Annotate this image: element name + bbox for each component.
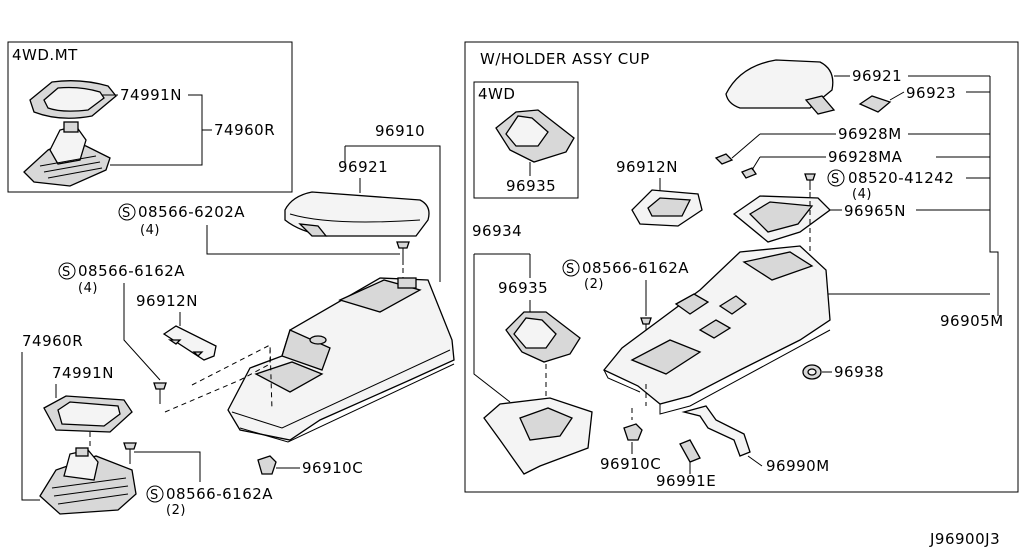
label-96990M: 96990M (766, 457, 830, 475)
screw-mark-s3: S (150, 488, 159, 503)
screw-icon-b (153, 382, 167, 404)
center-console-icon-right (602, 245, 831, 415)
trim-panel-icon-right (631, 189, 703, 227)
armrest-lid-icon-right (725, 59, 836, 115)
label-96928MA: 96928MA (828, 148, 903, 166)
label-96991E: 96991E (656, 472, 716, 490)
label-96965N: 96965N (844, 202, 906, 220)
frame-4wd (473, 81, 579, 199)
center-console-icon-left (227, 277, 455, 443)
bracket-icon (681, 405, 751, 457)
screw-icon-e (640, 317, 652, 332)
label-96921-left: 96921 (338, 158, 388, 176)
clip-icon-left (257, 455, 277, 475)
label-08566-6162A-left: 08566-6162A (78, 262, 185, 280)
shift-boot-ring-icon (29, 80, 117, 119)
screw-icon-d (804, 173, 816, 190)
label-96910C-right: 96910C (600, 455, 661, 473)
small-clip-icon-a (714, 153, 734, 165)
shift-boot-icon-4wd (495, 109, 575, 163)
label-96910C-left: 96910C (302, 459, 363, 477)
label-08566-6162A-right: 08566-6162A (582, 259, 689, 277)
label-96923: 96923 (906, 84, 956, 102)
pipe-icon (679, 439, 701, 463)
shift-boot-icon (23, 121, 111, 187)
screw-mark-icon (118, 203, 136, 221)
cup-holder-frame-icon (732, 195, 831, 243)
label-96921-right: 96921 (852, 67, 902, 85)
label-08520-41242-qty: (4) (852, 187, 872, 202)
frame-4wd-title: 4WD (478, 85, 515, 103)
trim-panel-icon-left (162, 325, 217, 361)
label-96935-inset: 96935 (506, 177, 556, 195)
clip-icon-right (623, 423, 643, 441)
grommet-icon (802, 364, 822, 380)
label-08566-6202A-qty: (4) (140, 223, 160, 238)
shift-boot-icon-right (505, 311, 581, 363)
console-base-icon (483, 397, 593, 475)
frame-4wd-mt-title: 4WD.MT (12, 46, 78, 64)
diagram-code: J96900J3 (929, 530, 1000, 548)
screw-mark-s5: S (566, 262, 575, 277)
frame-cup-holder-title: W/HOLDER ASSY CUP (480, 50, 650, 68)
label-96910: 96910 (375, 122, 425, 140)
frame-cup-holder (464, 41, 1019, 493)
screw-mark-s4: S (831, 172, 840, 187)
label-96928M: 96928M (838, 125, 902, 143)
label-96912N-right: 96912N (616, 158, 678, 176)
shift-boot-icon-left (39, 447, 137, 515)
label-08566-6202A: 08566-6202A (138, 203, 245, 221)
label-74991N-inset: 74991N (120, 86, 182, 104)
armrest-lid-icon-left (284, 191, 430, 237)
label-74960R-left: 74960R (22, 332, 83, 350)
label-08566-6162A-right-qty: (2) (584, 277, 604, 292)
label-08566-6162A-bottom-qty: (2) (166, 503, 186, 518)
screw-icon-c (123, 442, 137, 464)
label-96905M: 96905M (940, 312, 1004, 330)
frame-4wd-mt (7, 41, 293, 193)
label-08566-6162A-bottom: 08566-6162A (166, 485, 273, 503)
label-08520-41242: 08520-41242 (848, 169, 954, 187)
label-96912N-left: 96912N (136, 292, 198, 310)
shift-boot-ring-icon-left (43, 395, 133, 433)
screw-mark-s2: S (62, 265, 71, 280)
label-96938: 96938 (834, 363, 884, 381)
label-74991N-left: 74991N (52, 364, 114, 382)
label-74960R-inset: 74960R (214, 121, 275, 139)
screw-mark-s1: S (122, 206, 131, 221)
label-08566-6162A-left-qty: (4) (78, 281, 98, 296)
hinge-clip-icon (858, 95, 892, 113)
screw-icon-a (396, 241, 410, 265)
label-96935-main: 96935 (498, 279, 548, 297)
small-clip-icon-b (741, 167, 757, 179)
label-96934: 96934 (472, 222, 522, 240)
